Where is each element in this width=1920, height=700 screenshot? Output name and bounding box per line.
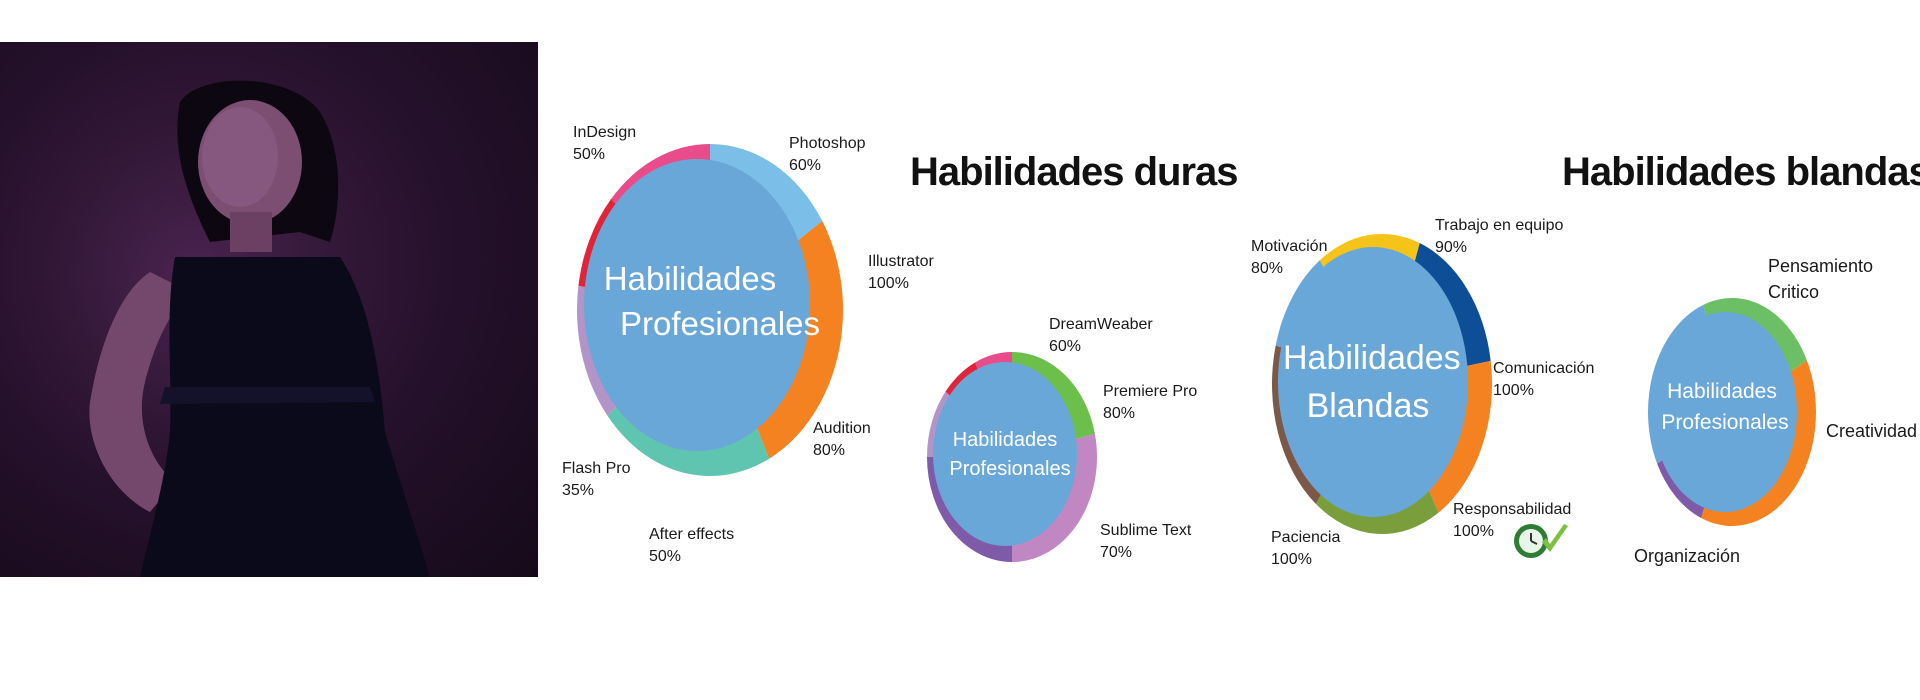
pie-chart-professional-skills-2: [927, 352, 1097, 562]
label-trabajo-name: Trabajo en equipo: [1435, 217, 1564, 234]
label-dreamweaber-name: DreamWeaber: [1049, 316, 1153, 333]
label-flash-pro-name: Flash Pro: [562, 460, 631, 477]
label-comunicacion-name: Comunicación: [1493, 360, 1595, 377]
label-comunicacion-value: 100%: [1493, 382, 1534, 399]
label-flash-pro: Flash Pro 35%: [562, 458, 630, 502]
center-label-4-line1: Habilidades: [1667, 380, 1777, 403]
label-premiere-pro: Premiere Pro 80%: [1103, 381, 1197, 425]
label-paciencia: Paciencia 100%: [1271, 527, 1340, 571]
clock-check-icon: [1514, 524, 1568, 558]
label-motivacion-value: 80%: [1251, 260, 1284, 277]
label-photoshop-value: 60%: [789, 157, 822, 174]
label-audition-value: 80%: [813, 442, 846, 459]
label-photoshop: Photoshop 60%: [789, 133, 866, 177]
label-comunicacion: Comunicación 100%: [1493, 358, 1594, 402]
label-pensamiento-critico: Pensamiento Critico: [1768, 253, 1873, 305]
label-after-effects: After effects 50%: [649, 524, 734, 568]
donut-center: [1653, 312, 1797, 512]
label-pensamiento-line1: Pensamiento: [1768, 256, 1874, 276]
label-flash-pro-value: 35%: [562, 482, 595, 499]
center-label-2-line1: Habilidades: [952, 429, 1058, 451]
center-label-1-line2: Profesionales: [620, 305, 820, 342]
label-motivacion: Motivación 80%: [1251, 236, 1327, 280]
label-after-effects-value: 50%: [649, 548, 682, 565]
label-indesign-value: 50%: [573, 146, 606, 163]
person-silhouette: [0, 42, 538, 577]
label-indesign: InDesign 50%: [573, 122, 636, 166]
pie-chart-soft-skills: [1272, 234, 1492, 534]
label-dreamweaber-value: 60%: [1049, 338, 1082, 355]
label-after-effects-name: After effects: [649, 526, 735, 543]
center-label-3-line2: Blandas: [1306, 387, 1430, 425]
label-premiere-pro-value: 80%: [1103, 405, 1136, 422]
label-dreamweaber: DreamWeaber 60%: [1049, 314, 1153, 358]
label-audition-name: Audition: [813, 420, 871, 437]
label-trabajo-en-equipo: Trabajo en equipo 90%: [1435, 215, 1563, 259]
label-illustrator-value: 100%: [868, 275, 909, 292]
label-responsabilidad-value: 100%: [1453, 523, 1494, 540]
pie-chart-professional-skills-3: [1648, 298, 1816, 526]
pie-chart-professional-skills: [577, 144, 843, 476]
label-responsabilidad-name: Responsabilidad: [1453, 501, 1572, 518]
center-label-3: Habilidades Blandas: [1283, 334, 1461, 430]
label-paciencia-value: 100%: [1271, 551, 1312, 568]
label-photoshop-name: Photoshop: [789, 135, 866, 152]
label-creatividad: Creatividad: [1826, 421, 1918, 441]
donut-center: [584, 159, 810, 451]
label-illustrator: Illustrator 100%: [868, 251, 934, 295]
heading-soft-skills: Habilidades blandas: [1562, 150, 1920, 194]
center-label-4: Habilidades Profesionales: [1652, 376, 1792, 438]
label-indesign-name: InDesign: [573, 124, 637, 141]
center-label-3-line1: Habilidades: [1283, 339, 1461, 377]
label-organizacion: Organización: [1634, 546, 1741, 566]
label-paciencia-name: Paciencia: [1271, 529, 1341, 546]
donut-center: [933, 362, 1077, 546]
label-trabajo-value: 90%: [1435, 239, 1468, 256]
label-sublime-text-name: Sublime Text: [1100, 522, 1192, 539]
donut-center: [1278, 247, 1468, 517]
heading-hard-skills: Habilidades duras: [910, 150, 1239, 194]
label-responsabilidad: Responsabilidad 100%: [1453, 499, 1571, 543]
center-label-4-line2: Profesionales: [1661, 411, 1789, 434]
center-label-1: Habilidades Profesionales: [600, 256, 820, 346]
label-audition: Audition 80%: [813, 418, 871, 462]
center-label-2-line2: Profesionales: [949, 458, 1071, 480]
profile-photo: [0, 42, 538, 577]
label-illustrator-name: Illustrator: [868, 253, 934, 270]
label-motivacion-name: Motivación: [1251, 238, 1328, 255]
center-label-1-line1: Habilidades: [603, 260, 777, 297]
center-label-2: Habilidades Profesionales: [935, 426, 1075, 484]
label-pensamiento-line2: Critico: [1768, 282, 1820, 302]
label-sublime-text: Sublime Text 70%: [1100, 520, 1191, 564]
label-sublime-text-value: 70%: [1100, 544, 1133, 561]
label-premiere-pro-name: Premiere Pro: [1103, 383, 1198, 400]
